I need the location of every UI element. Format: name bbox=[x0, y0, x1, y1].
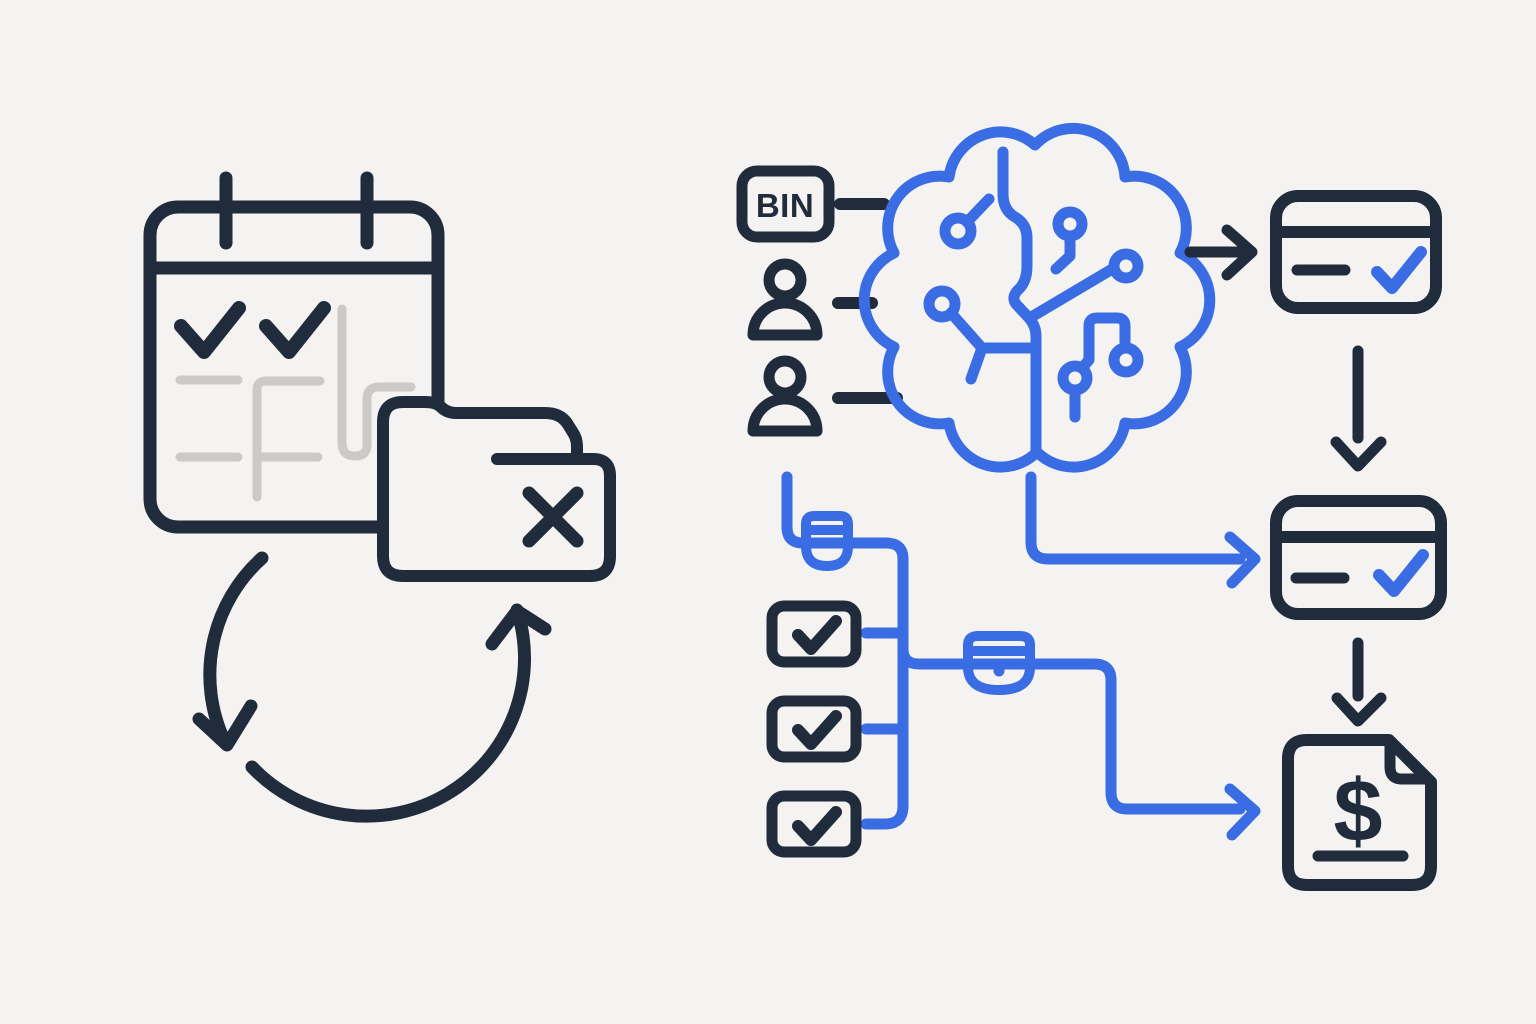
folder-outline bbox=[377, 396, 616, 582]
invoice-icon: $ bbox=[1282, 734, 1437, 891]
invoice-page bbox=[1282, 734, 1437, 891]
brain-split-line bbox=[997, 146, 1042, 456]
cycle-arrows-icon bbox=[192, 551, 552, 823]
card-frame bbox=[1270, 190, 1442, 314]
cycle-arc-right bbox=[245, 603, 531, 823]
blue-arrowhead-right bbox=[1224, 783, 1261, 841]
bin-badge-icon: BIN bbox=[736, 165, 890, 243]
checkbox-frame bbox=[766, 790, 862, 858]
check-icon bbox=[1373, 549, 1429, 597]
blue-arrowhead-right bbox=[1224, 531, 1261, 589]
invoice-folded-corner bbox=[1384, 738, 1434, 785]
wire-trunk bbox=[781, 471, 909, 830]
card-approved-icon bbox=[1270, 190, 1442, 314]
checkbox-checked-icon bbox=[766, 600, 862, 668]
wire-clip-icon bbox=[801, 511, 853, 571]
calendar-checkmark bbox=[259, 301, 331, 359]
arrow-down-icon bbox=[1331, 637, 1387, 727]
arrow-down-icon bbox=[1330, 345, 1387, 472]
user-head bbox=[763, 355, 807, 399]
checkbox-checked-icon bbox=[766, 695, 862, 763]
user-body bbox=[747, 297, 823, 341]
clip-dot bbox=[993, 665, 1005, 677]
check-icon bbox=[792, 806, 842, 846]
card-frame bbox=[1270, 495, 1447, 620]
checkbox-checked-icon bbox=[766, 790, 862, 858]
cycle-arrowhead-up bbox=[485, 604, 552, 651]
dollar-sign: $ bbox=[1334, 761, 1383, 860]
check-icon bbox=[1371, 246, 1427, 294]
bin-badge-frame bbox=[736, 165, 835, 243]
ai-brain-icon bbox=[858, 122, 1216, 473]
user-body bbox=[747, 393, 823, 437]
calendar-grid-decoration bbox=[175, 304, 416, 502]
user-head bbox=[763, 258, 807, 302]
user-icon bbox=[747, 258, 878, 341]
wire-brain-to-card bbox=[1025, 471, 1246, 565]
wire-to-invoice bbox=[897, 643, 1246, 815]
calendar-checkmark bbox=[174, 301, 246, 359]
checkbox-frame bbox=[766, 600, 862, 668]
calendar-with-checkmarks-icon bbox=[143, 171, 445, 534]
x-mark-icon bbox=[522, 486, 584, 548]
cycle-arrowhead-down bbox=[192, 699, 258, 752]
wire-clip-icon bbox=[963, 631, 1035, 695]
calendar-body bbox=[143, 200, 445, 534]
bin-label: BIN bbox=[756, 187, 814, 224]
card-approved-icon bbox=[1270, 495, 1447, 620]
user-icon bbox=[747, 355, 903, 437]
check-icon bbox=[792, 615, 842, 655]
arrow-right-icon bbox=[1184, 224, 1258, 281]
folder-dismiss-icon bbox=[377, 396, 616, 582]
cycle-arc-left bbox=[203, 551, 269, 747]
blue-wire-network bbox=[781, 471, 1261, 841]
checkbox-frame bbox=[766, 695, 862, 763]
check-icon bbox=[792, 710, 842, 750]
brain-circuit-traces bbox=[923, 193, 1144, 423]
